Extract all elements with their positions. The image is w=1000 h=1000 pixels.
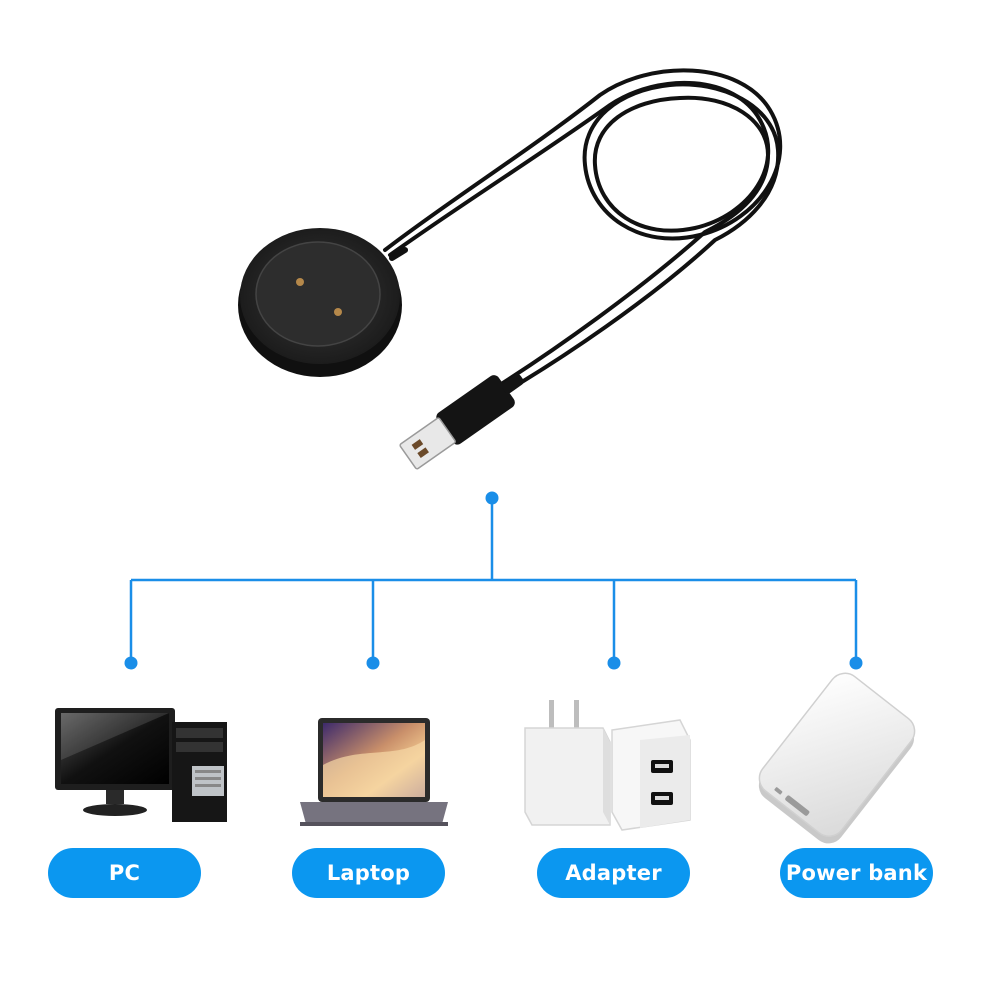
connector-dot-power-bank bbox=[849, 656, 863, 670]
watch-charger-cable-icon bbox=[238, 68, 783, 470]
laptop-icon bbox=[300, 718, 448, 826]
usb-wall-adapter-icon bbox=[524, 700, 691, 831]
device-label-power-bank: Power bank bbox=[780, 848, 933, 898]
connector-dot-pc bbox=[124, 656, 138, 670]
device-label-text: Adapter bbox=[565, 861, 662, 885]
connector-dot-adapter bbox=[607, 656, 621, 670]
device-label-text: PC bbox=[108, 861, 141, 885]
desktop-pc-icon bbox=[55, 708, 227, 822]
device-label-adapter: Adapter bbox=[537, 848, 690, 898]
device-label-text: Laptop bbox=[326, 861, 411, 885]
device-label-text: Power bank bbox=[785, 861, 928, 885]
power-bank-icon bbox=[758, 672, 916, 844]
device-label-laptop: Laptop bbox=[292, 848, 445, 898]
connector-dot-laptop bbox=[366, 656, 380, 670]
connector-lines bbox=[124, 491, 863, 670]
device-label-pc: PC bbox=[48, 848, 201, 898]
